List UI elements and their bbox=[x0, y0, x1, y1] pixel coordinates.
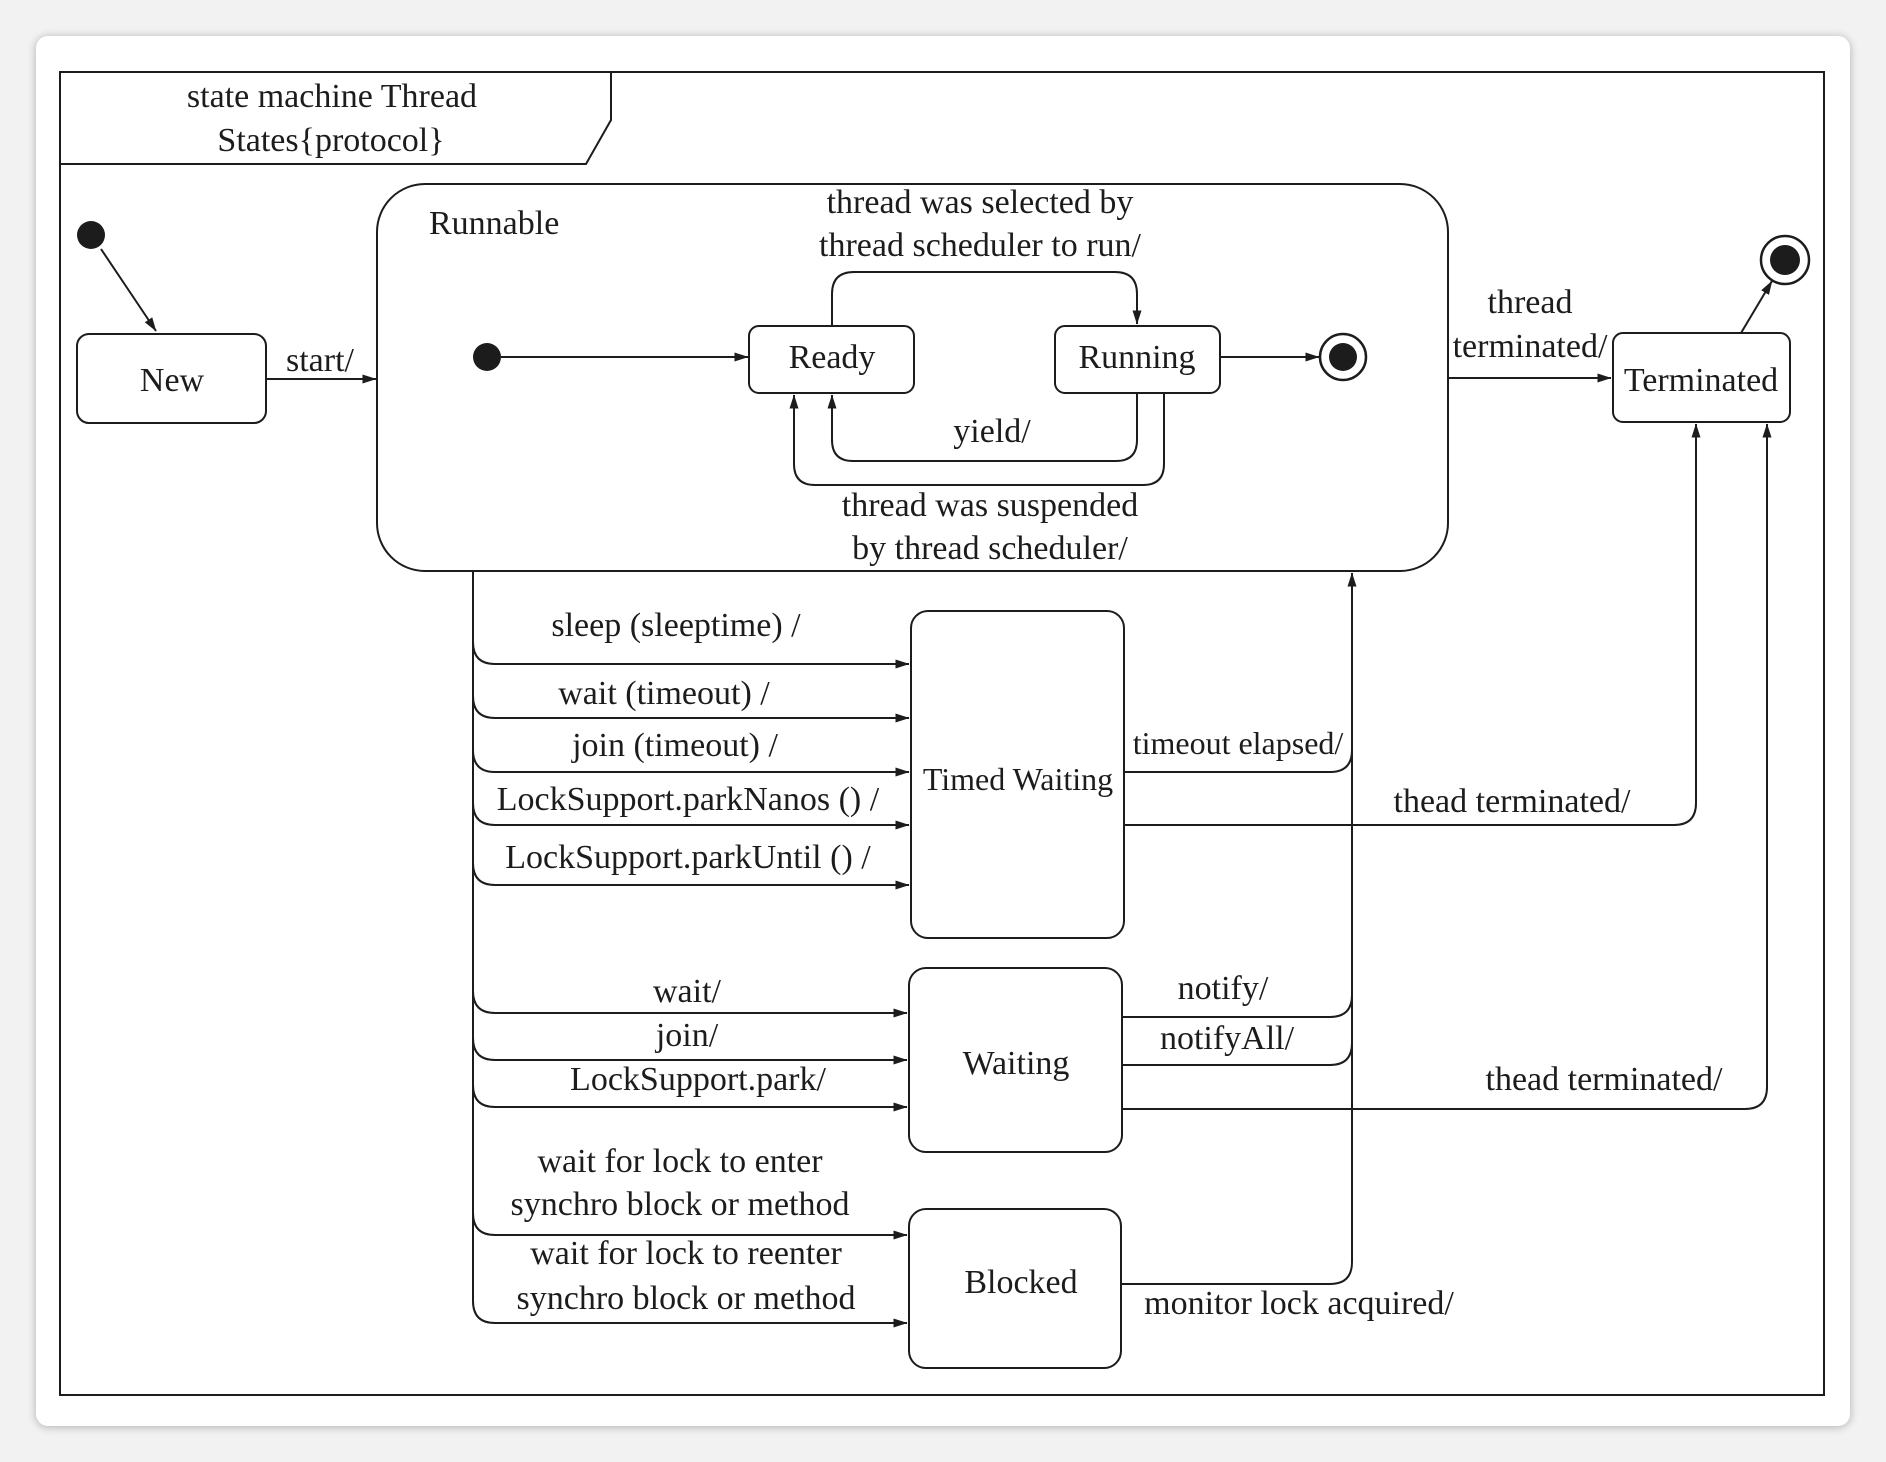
selected-by-scheduler-label-2: thread scheduler to run/ bbox=[819, 227, 1141, 264]
timed-waiting-terminated-arrow bbox=[1124, 423, 1701, 826]
notify-label: notify/ bbox=[1178, 970, 1269, 1007]
state-blocked bbox=[908, 1208, 1122, 1369]
final-state bbox=[1759, 234, 1811, 286]
state-runnable-label: Runnable bbox=[429, 205, 559, 242]
waiting-terminated-arrow bbox=[1122, 423, 1772, 1110]
join-timeout-label: join (timeout) / bbox=[571, 727, 778, 764]
suspended-by-scheduler-label-2: by thread scheduler/ bbox=[852, 530, 1128, 567]
lock-reenter-label-1: wait for lock to reenter bbox=[530, 1235, 842, 1272]
monitor-lock-acquired-label: monitor lock acquired/ bbox=[1144, 1285, 1454, 1322]
monitor-lock-acquired-arrow bbox=[1121, 572, 1357, 1285]
state-waiting bbox=[908, 967, 1123, 1153]
lock-enter-arrow bbox=[472, 571, 908, 1240]
suspended-by-scheduler-arrow bbox=[789, 393, 1165, 486]
park-label: LockSupport.park/ bbox=[570, 1061, 826, 1098]
notify-all-label: notifyAll/ bbox=[1160, 1020, 1295, 1057]
wait-label: wait/ bbox=[653, 973, 722, 1010]
diagram-frame bbox=[59, 71, 1825, 1396]
state-ready-label: Ready bbox=[789, 339, 876, 376]
state-running-label: Running bbox=[1078, 339, 1195, 376]
selected-by-scheduler-label-1: thread was selected by bbox=[827, 184, 1134, 221]
terminated-to-final-arrow bbox=[1740, 280, 1773, 334]
suspended-by-scheduler-label-1: thread was suspended bbox=[842, 487, 1138, 524]
thread-terminated-label-1: thread bbox=[1488, 284, 1573, 321]
join-label: join/ bbox=[655, 1017, 719, 1054]
sleep-label: sleep (sleeptime) / bbox=[551, 607, 801, 644]
park-nanos-label: LockSupport.parkNanos () / bbox=[497, 781, 880, 818]
runnable-final-state bbox=[1318, 332, 1368, 382]
state-waiting-label: Waiting bbox=[963, 1045, 1070, 1082]
lock-enter-label-2: synchro block or method bbox=[511, 1186, 850, 1223]
selected-by-scheduler-arrow bbox=[831, 271, 1142, 326]
timed-waiting-terminated-label: thead terminated/ bbox=[1394, 783, 1632, 820]
yield-label: yield/ bbox=[953, 413, 1031, 450]
waiting-terminated-label: thead terminated/ bbox=[1486, 1061, 1724, 1098]
runnable-initial-state-dot bbox=[473, 343, 501, 371]
start-label: start/ bbox=[286, 342, 355, 379]
lock-enter-label-1: wait for lock to enter bbox=[537, 1143, 823, 1180]
thread-terminated-label-2: terminated/ bbox=[1453, 328, 1608, 365]
timeout-elapsed-label: timeout elapsed/ bbox=[1133, 725, 1344, 761]
lock-reenter-label-2: synchro block or method bbox=[517, 1280, 856, 1317]
park-until-label: LockSupport.parkUntil () / bbox=[505, 839, 871, 876]
wait-timeout-label: wait (timeout) / bbox=[558, 675, 770, 712]
frame-label-line-2: States{protocol} bbox=[217, 122, 444, 159]
state-terminated-label: Terminated bbox=[1624, 362, 1778, 399]
frame-label-border bbox=[60, 72, 612, 165]
yield-arrow bbox=[827, 393, 1138, 462]
state-timed-waiting-label: Timed Waiting bbox=[923, 761, 1113, 797]
state-terminated bbox=[1612, 332, 1791, 423]
lock-reenter-arrow bbox=[472, 571, 908, 1328]
state-new-label: New bbox=[140, 362, 205, 399]
state-timed-waiting bbox=[910, 610, 1125, 939]
state-blocked-label: Blocked bbox=[964, 1264, 1077, 1301]
initial-to-new-arrow bbox=[100, 248, 157, 332]
initial-state-dot bbox=[77, 221, 105, 249]
frame-label-line-1: state machine Thread bbox=[187, 78, 477, 115]
